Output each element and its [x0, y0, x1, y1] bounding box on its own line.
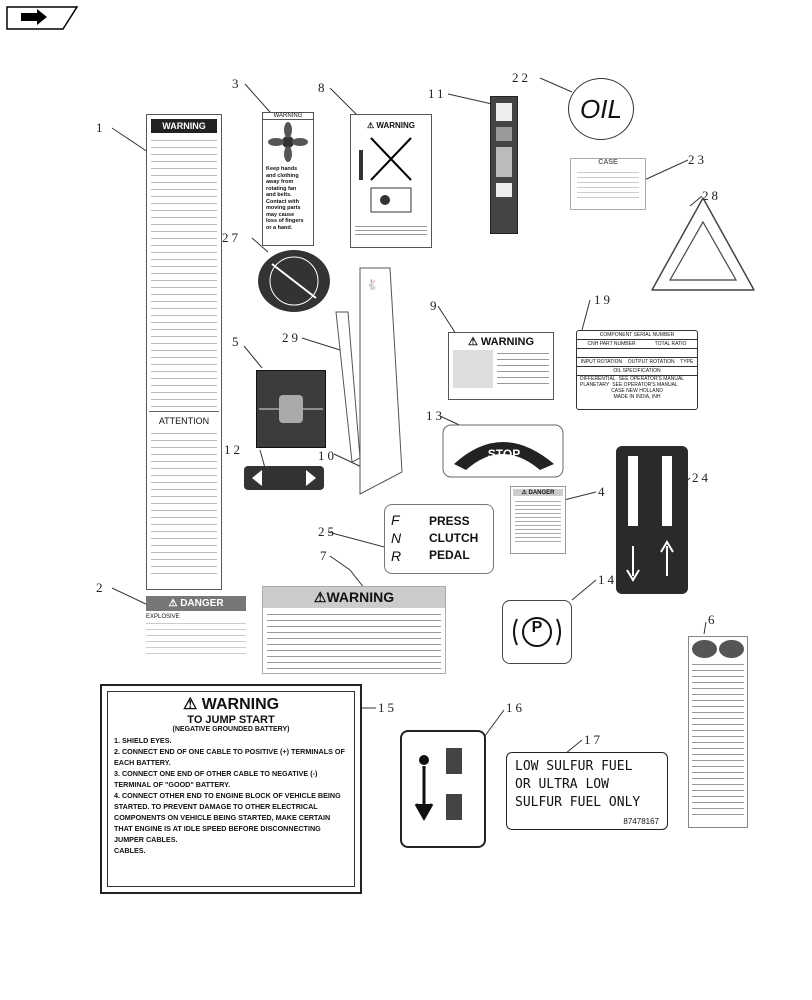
decal-14-parking-brake: P	[502, 600, 572, 664]
parking-brake-icon	[513, 617, 561, 647]
decal-4-header: ⚠ DANGER	[513, 489, 563, 496]
press-text: PRESS	[429, 514, 470, 528]
callout-8: 8	[318, 80, 328, 95]
fan-icon	[268, 122, 308, 162]
decal-22-oil: OIL	[568, 78, 634, 140]
callout-3: 3	[232, 76, 242, 91]
decal-17-low-sulfur: LOW SULFUR FUEL OR ULTRA LOW SULFUR FUEL…	[506, 752, 668, 830]
hazard-pictogram-icon	[269, 256, 319, 306]
brand-text: CASE	[598, 159, 618, 166]
tractor-direction-icon	[414, 748, 462, 822]
decal-10-29-strips: 🐇	[335, 267, 403, 495]
callout-24: 24	[692, 470, 711, 485]
decal-8-warning: ⚠ WARNING	[350, 114, 432, 248]
decal-2-danger: ⚠ DANGER EXPLOSIVE	[146, 596, 246, 662]
decal-1-text	[151, 137, 217, 407]
decal-25-clutch: F N R PRESS CLUTCH PEDAL	[384, 504, 494, 574]
callout-27: 27	[222, 230, 241, 245]
decal-3-header: WARNING	[263, 113, 313, 120]
decal-1-header: WARNING	[151, 119, 217, 133]
cylinder-arrows-icon	[626, 456, 674, 582]
decal-2-label: EXPLOSIVE	[146, 614, 180, 620]
decal-6-tall	[688, 636, 748, 828]
decal-15-header: ⚠ WARNING	[182, 696, 280, 713]
decal-28-triangle-icon	[651, 197, 755, 291]
decal-4-danger: ⚠ DANGER	[510, 486, 566, 554]
decal-7-header: ⚠WARNING	[263, 587, 445, 608]
jump-start-steps: 1. SHIELD EYES. 2. CONNECT END OF ONE CA…	[114, 736, 345, 855]
no-access-pictogram-icon	[359, 137, 412, 213]
serial-title: COMPONENT SERIAL NUMBER	[577, 331, 697, 340]
jump-start-subtitle: (NEGATIVE GROUNDED BATTERY)	[172, 726, 290, 733]
decal-9-header: ⚠ WARNING	[467, 336, 535, 348]
callout-25: 25	[318, 524, 337, 539]
callout-12: 12	[224, 442, 243, 457]
callout-7: 7	[320, 548, 330, 563]
callout-14: 14	[598, 572, 617, 587]
pedal-text: PEDAL	[429, 548, 470, 562]
decal-2-header: ⚠ DANGER	[146, 596, 246, 611]
callout-11: 11	[428, 86, 447, 101]
svg-text:🐇: 🐇	[366, 278, 378, 291]
decal-15-jump-start: ⚠ WARNING TO JUMP START (NEGATIVE GROUND…	[100, 684, 362, 894]
callout-4: 4	[598, 484, 608, 499]
decal-13-stop: STOP	[442, 424, 564, 478]
arrow-right-icon	[6, 6, 79, 30]
callout-19: 19	[594, 292, 613, 307]
decal-7-warning: ⚠WARNING	[262, 586, 446, 674]
callout-23: 23	[688, 152, 707, 167]
decal-12-arrows	[244, 466, 324, 490]
decal-16-direction	[400, 730, 486, 848]
callout-16: 16	[506, 700, 525, 715]
decal-1-attention-text	[151, 430, 217, 580]
decal-9-warning: ⚠ WARNING	[448, 332, 554, 400]
callout-1: 1	[96, 120, 106, 135]
left-right-arrow-icon	[252, 470, 316, 486]
callout-28: 28	[702, 188, 721, 203]
decal-5-dark-square	[256, 370, 326, 448]
callout-2: 2	[96, 580, 106, 595]
callout-13: 13	[426, 408, 445, 423]
oil-text: OIL	[580, 94, 622, 124]
decal-1-warning-attention: WARNING ATTENTION	[146, 114, 222, 590]
callout-17: 17	[584, 732, 603, 747]
jump-start-title: TO JUMP START	[187, 714, 275, 726]
callout-9: 9	[430, 298, 440, 313]
decal-23-brand-plate: CASE	[570, 158, 646, 210]
stop-text: STOP	[488, 447, 520, 461]
callout-5: 5	[232, 334, 242, 349]
decal-11-strip	[490, 96, 518, 234]
callout-29: 29	[282, 330, 301, 345]
lock-icon	[259, 395, 323, 423]
gear-r: R	[391, 548, 402, 564]
low-sulfur-lines: LOW SULFUR FUEL OR ULTRA LOW SULFUR FUEL…	[515, 759, 641, 810]
decal-8-header: ⚠ WARNING	[366, 121, 416, 130]
callout-22: 22	[512, 70, 531, 85]
decal-2-text	[146, 620, 246, 658]
callout-10: 10	[318, 448, 337, 463]
decal-1-attention: ATTENTION	[158, 416, 210, 426]
low-sulfur-part-no: 87478167	[623, 817, 659, 826]
callout-15: 15	[378, 700, 397, 715]
gear-n: N	[391, 530, 402, 546]
gear-f: F	[391, 512, 400, 528]
callout-6: 6	[708, 612, 718, 627]
decal-27-circle-pictogram	[258, 250, 330, 312]
nav-arrow-button[interactable]	[5, 5, 79, 31]
clutch-text: CLUTCH	[429, 531, 479, 545]
decal-24-arrows-panel	[616, 446, 688, 594]
park-p-text: P	[531, 619, 543, 636]
